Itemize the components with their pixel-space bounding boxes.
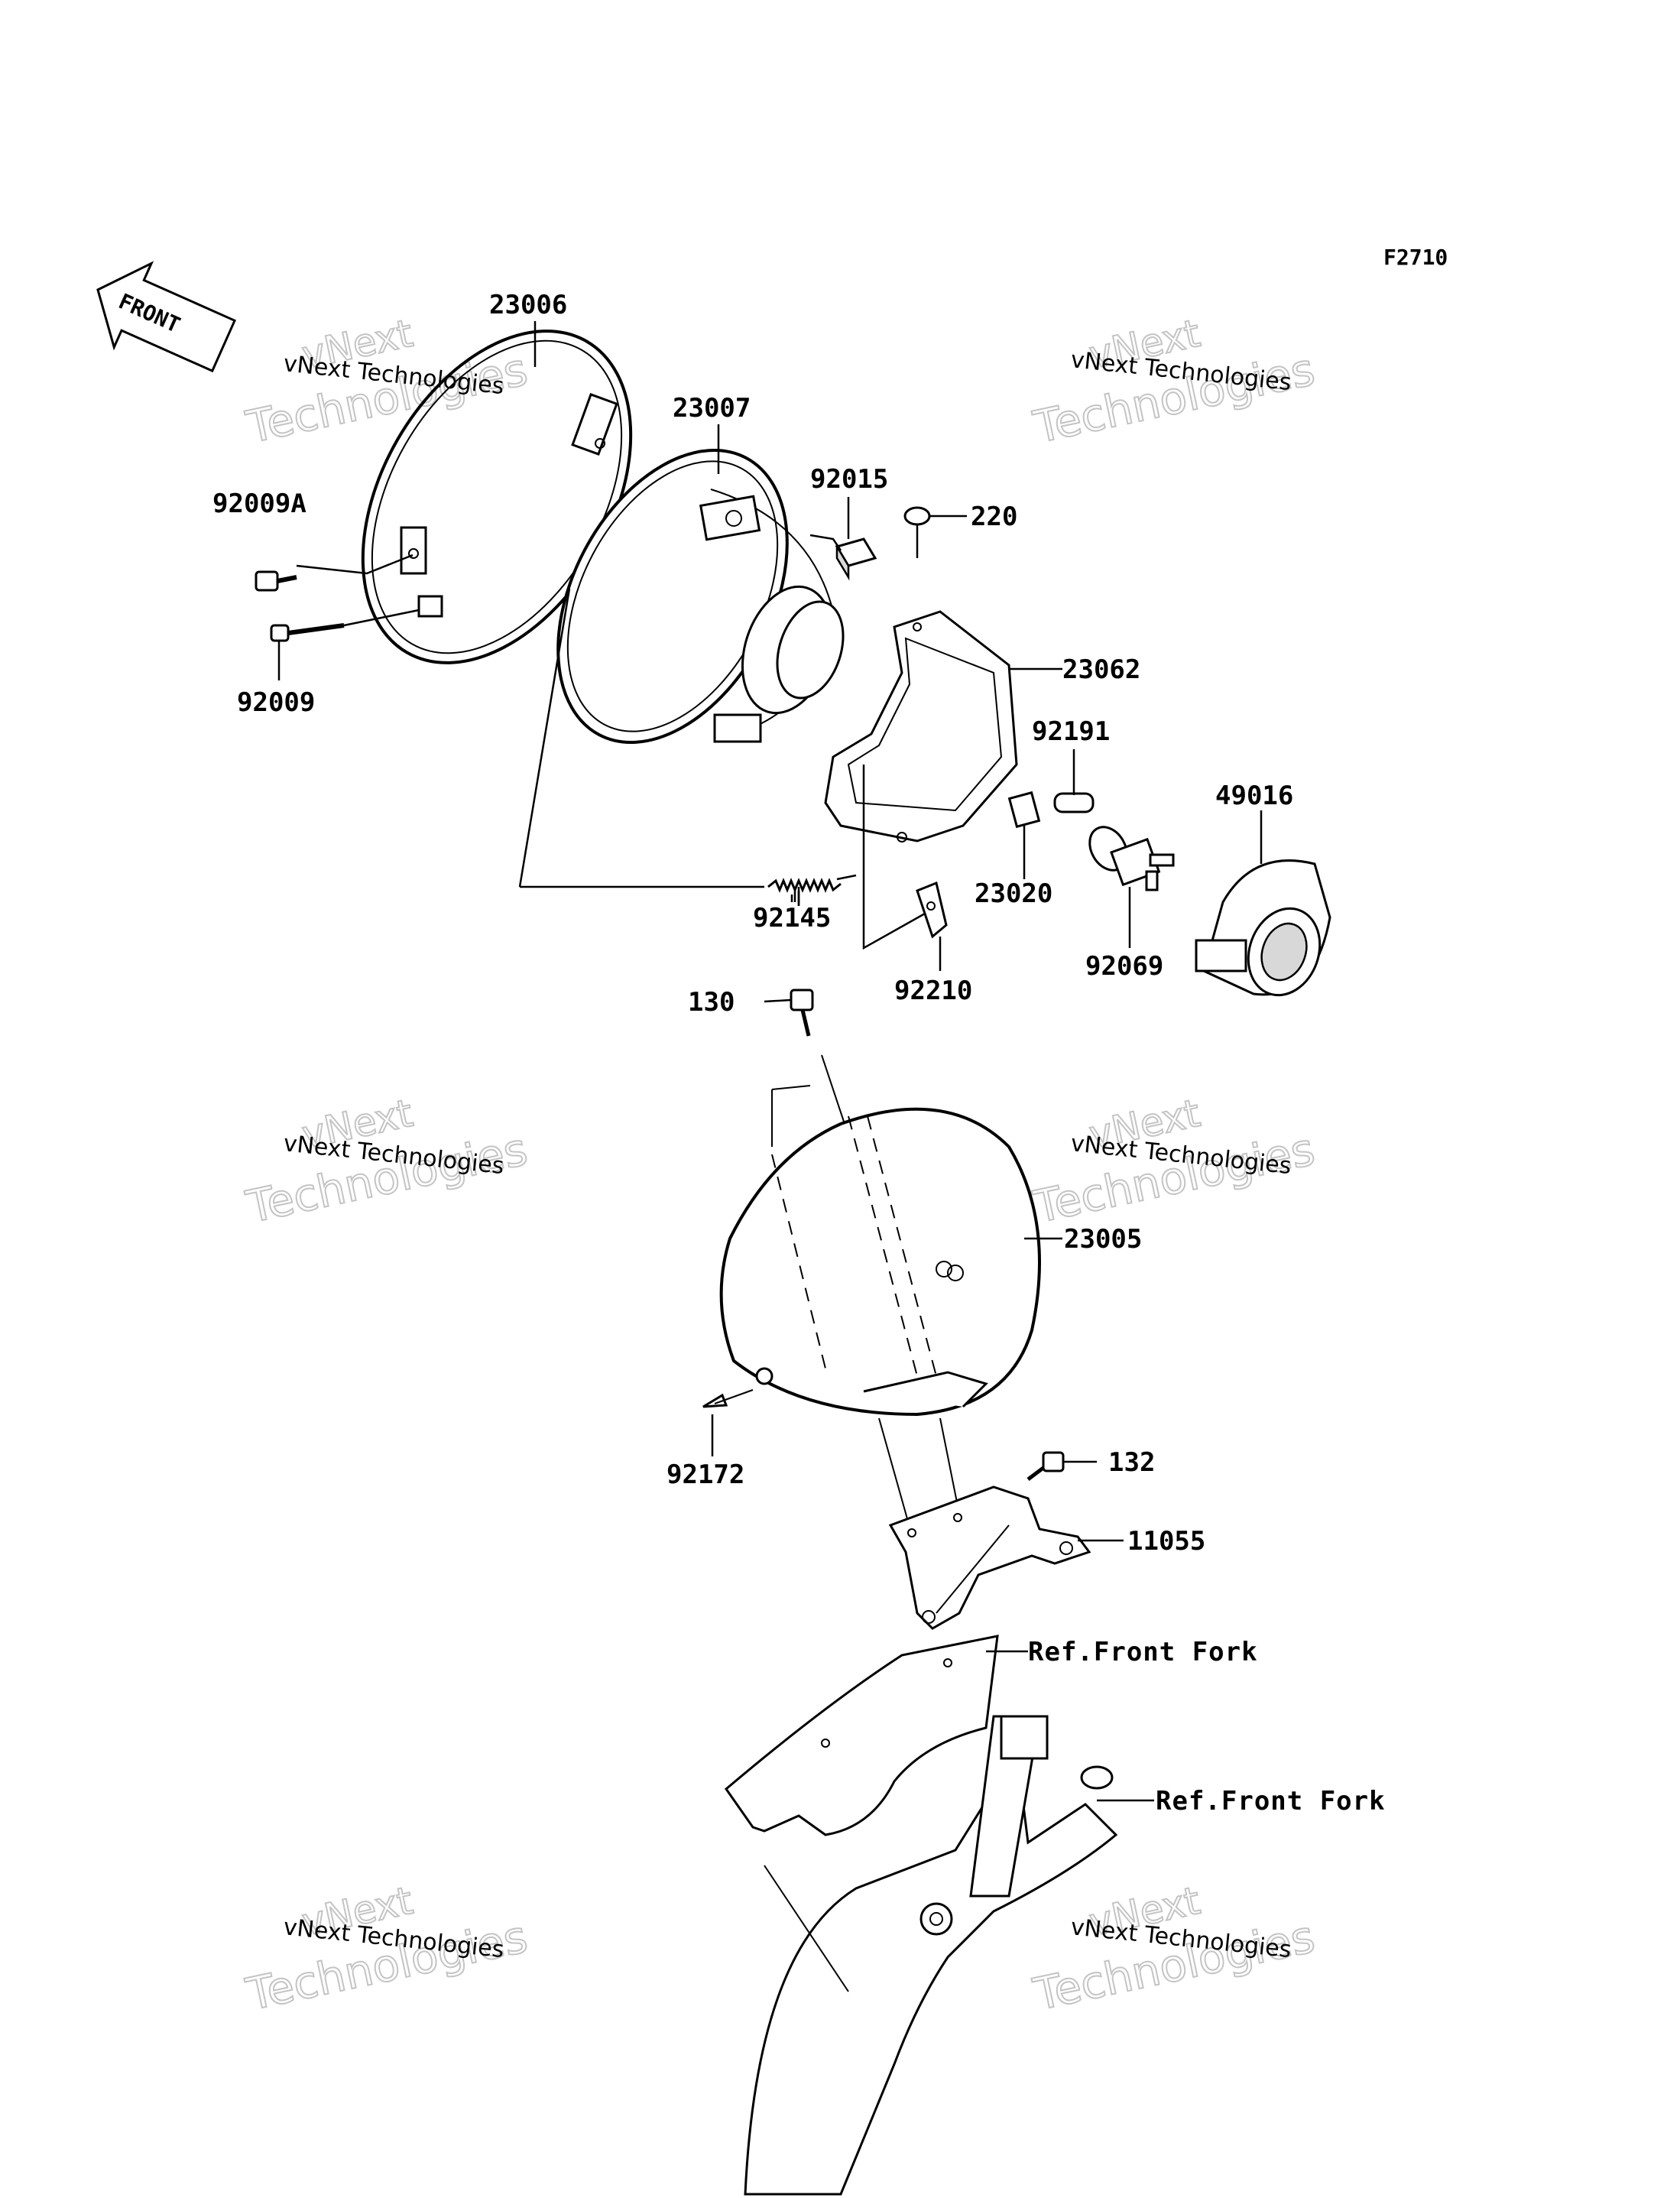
part-label-130: 130: [688, 987, 735, 1018]
bracket-23062-drawing: [824, 610, 1018, 843]
plate-92210-drawing: [916, 881, 948, 939]
rubber-cover-49016-drawing: [1195, 859, 1331, 997]
bolt-92009-drawing: [270, 623, 345, 642]
part-label-23062: 23062: [1062, 654, 1140, 685]
part-label-23006: 23006: [489, 290, 567, 320]
part-label-92069: 92069: [1085, 951, 1163, 982]
diagram-code: F2710: [1383, 245, 1448, 270]
part-label-92009A: 92009A: [212, 489, 306, 519]
part-label-92009: 92009: [237, 687, 315, 718]
screw-92172-drawing: [702, 1389, 754, 1408]
bolt-92009A-drawing: [255, 570, 297, 592]
part-label-92191: 92191: [1032, 716, 1110, 747]
headlight-housing-drawing: [719, 1054, 1041, 1417]
part-label-23007: 23007: [673, 393, 751, 424]
screw-220-drawing: [903, 506, 931, 558]
part-label-92172: 92172: [666, 1459, 744, 1490]
sleeve-92191-drawing: [1053, 792, 1095, 813]
nut-92015-drawing: [835, 537, 877, 581]
part-label-92210: 92210: [894, 976, 972, 1006]
reference-label-front-fork-2: Ref.Front Fork: [1156, 1786, 1386, 1817]
bracket-11055-drawing: [878, 1417, 1091, 1630]
bolt-132-drawing: [1026, 1451, 1065, 1481]
front-arrow-icon: FRONT: [96, 261, 237, 373]
bulb-92069-drawing: [1088, 826, 1175, 891]
part-label-23020: 23020: [975, 878, 1052, 909]
spring-92145-drawing: [767, 874, 857, 893]
part-label-11055: 11055: [1127, 1526, 1205, 1557]
front-fork-drawing: [724, 1635, 1118, 2196]
reference-label-front-fork-1: Ref.Front Fork: [1028, 1637, 1258, 1667]
bolt-130-drawing: [790, 989, 814, 1037]
clip-23020-drawing: [1007, 791, 1041, 829]
headlight-reflector-drawing: [556, 448, 845, 745]
part-label-92145: 92145: [753, 903, 831, 933]
part-label-220: 220: [971, 502, 1017, 532]
part-label-23005: 23005: [1064, 1224, 1142, 1255]
leader-lines: [277, 321, 1263, 1802]
part-label-92015: 92015: [810, 464, 888, 495]
part-label-132: 132: [1108, 1447, 1155, 1478]
part-label-49016: 49016: [1215, 781, 1293, 811]
